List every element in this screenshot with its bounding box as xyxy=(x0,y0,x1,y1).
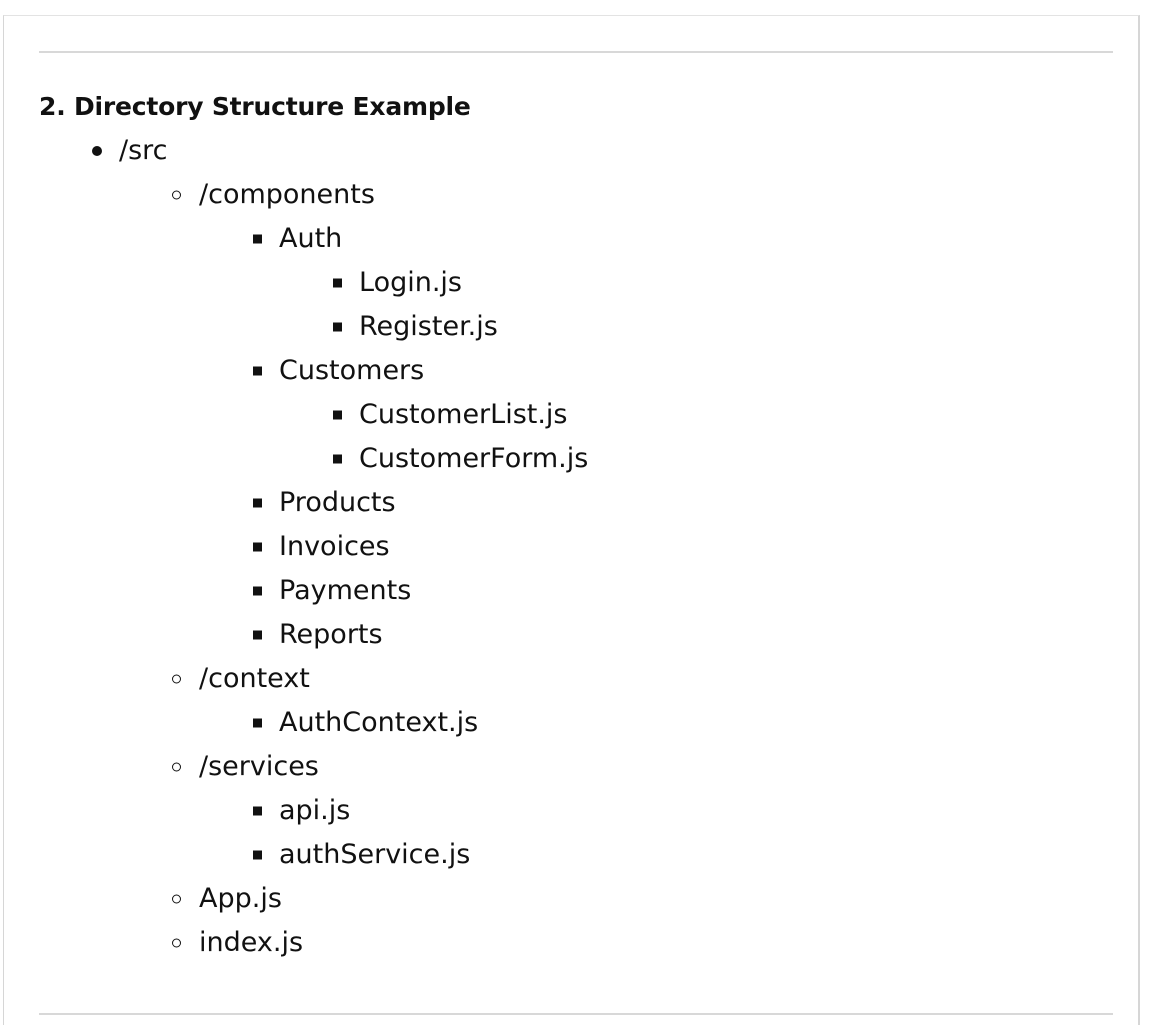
square-bullet xyxy=(333,454,342,464)
square-bullet xyxy=(253,498,262,508)
tree-item-label: Payments xyxy=(279,575,412,606)
circle-bullet xyxy=(172,762,181,772)
disc-bullet xyxy=(92,146,102,156)
tree-item-label: Invoices xyxy=(279,531,390,562)
tree-item-label: Reports xyxy=(279,619,383,650)
square-bullet xyxy=(253,718,262,728)
tree-item-label: App.js xyxy=(199,883,282,914)
square-bullet xyxy=(253,542,262,552)
tree-item-label: index.js xyxy=(199,927,304,958)
document-panel: 2. Directory Structure Example /src /com… xyxy=(3,15,1140,1025)
tree-item-label: CustomerForm.js xyxy=(359,443,589,474)
tree-item-label: /context xyxy=(199,663,310,694)
tree-item-label: Login.js xyxy=(359,267,462,298)
circle-bullet xyxy=(172,190,181,200)
tree-item-label: authService.js xyxy=(279,839,471,870)
top-divider xyxy=(39,51,1113,53)
circle-bullet xyxy=(172,938,181,948)
square-bullet xyxy=(253,366,262,376)
square-bullet xyxy=(253,850,262,860)
square-bullet xyxy=(333,410,342,420)
bottom-divider xyxy=(39,1013,1113,1015)
tree-item-label: Customers xyxy=(279,355,425,386)
tree-item-label: /src xyxy=(119,135,168,166)
tree-item-label: CustomerList.js xyxy=(359,399,568,430)
square-bullet xyxy=(253,630,262,640)
tree-item-label: /components xyxy=(199,179,375,210)
tree-item-label: Auth xyxy=(279,223,343,254)
tree-item-label: api.js xyxy=(279,795,351,826)
tree-item-label: AuthContext.js xyxy=(279,707,479,738)
square-bullet xyxy=(333,278,342,288)
tree-item-label: Register.js xyxy=(359,311,498,342)
circle-bullet xyxy=(172,674,181,684)
square-bullet xyxy=(253,586,262,596)
square-bullet xyxy=(253,806,262,816)
section-title: 2. Directory Structure Example xyxy=(39,92,471,121)
square-bullet xyxy=(253,234,262,244)
tree-item-label: /services xyxy=(199,751,319,782)
square-bullet xyxy=(333,322,342,332)
tree-item-label: Products xyxy=(279,487,396,518)
circle-bullet xyxy=(172,894,181,904)
